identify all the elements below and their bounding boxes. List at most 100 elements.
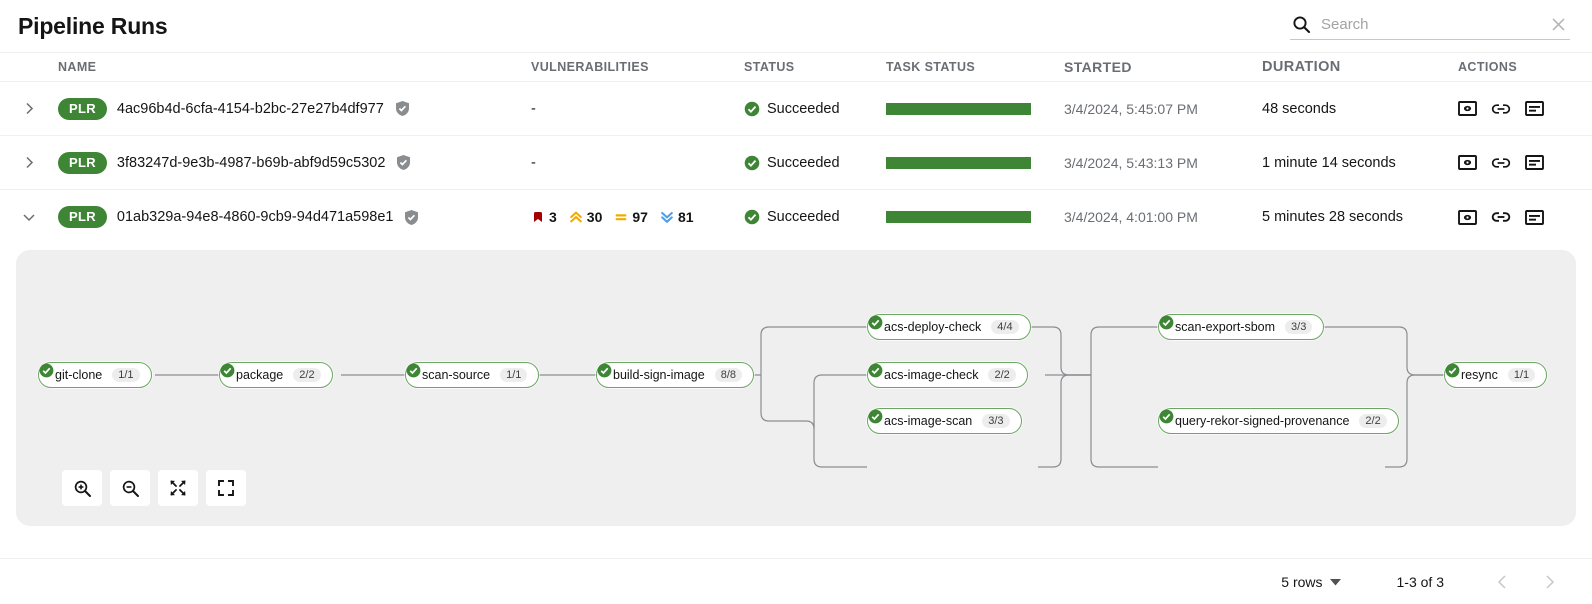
- pipeline-runs-table: NAME VULNERABILITIES STATUS TASK STATUS …: [0, 52, 1592, 244]
- plr-badge: PLR: [58, 206, 107, 228]
- view-logs-icon[interactable]: [1458, 99, 1477, 118]
- close-icon[interactable]: [1549, 17, 1568, 32]
- severity-low-count: 81: [677, 209, 694, 225]
- pipeline-node-package[interactable]: package 2/2: [219, 362, 333, 388]
- row-actions-cell: [1458, 99, 1592, 119]
- pipeline-node-acs-image-scan[interactable]: acs-image-scan 3/3: [867, 408, 1022, 434]
- status-text: Succeeded: [767, 154, 840, 171]
- severity-medium: 97: [614, 209, 648, 225]
- pipeline-run-name[interactable]: 3f83247d-9e3b-4987-b69b-abf9d59c5302: [116, 154, 386, 171]
- chevron-down-icon: [1329, 578, 1341, 586]
- details-icon[interactable]: [1525, 99, 1544, 118]
- table-row[interactable]: PLR 01ab329a-94e8-4860-9cb9-94d471a598e1…: [0, 190, 1592, 244]
- fit-to-screen-icon: [169, 479, 187, 497]
- verified-shield-icon: [394, 100, 411, 117]
- column-header-vulnerabilities: VULNERABILITIES: [531, 60, 649, 74]
- plr-badge: PLR: [58, 97, 107, 120]
- row-actions-cell: [1458, 153, 1592, 173]
- row-name-cell: PLR 01ab329a-94e8-4860-9cb9-94d471a598e1: [58, 206, 531, 228]
- pipeline-node-acs-image-check[interactable]: acs-image-check 2/2: [867, 362, 1028, 388]
- row-status-cell: Succeeded: [744, 209, 886, 225]
- row-status-cell: Succeeded: [744, 155, 886, 171]
- node-label: scan-source: [422, 368, 491, 382]
- node-count: 2/2: [293, 368, 321, 382]
- zoom-in-button[interactable]: [62, 470, 102, 506]
- success-check-icon: [744, 155, 760, 171]
- pipeline-node-scan-export-sbom[interactable]: scan-export-sbom 3/3: [1158, 314, 1325, 340]
- row-name-cell: PLR 3f83247d-9e3b-4987-b69b-abf9d59c5302: [58, 151, 531, 174]
- zoom-in-icon: [73, 479, 92, 498]
- link-icon[interactable]: [1491, 207, 1511, 227]
- severity-critical: 3: [531, 209, 557, 225]
- rows-per-page-select[interactable]: 5 rows: [1281, 573, 1341, 590]
- severity-low-icon: [660, 210, 674, 224]
- row-expand-toggle[interactable]: [0, 156, 58, 169]
- search-box[interactable]: [1290, 12, 1570, 40]
- table-row[interactable]: PLR 3f83247d-9e3b-4987-b69b-abf9d59c5302…: [0, 136, 1592, 190]
- node-count: 1/1: [500, 368, 528, 382]
- view-logs-icon[interactable]: [1458, 208, 1477, 227]
- details-icon[interactable]: [1525, 153, 1544, 172]
- node-label: query-rekor-signed-provenance: [1175, 414, 1350, 428]
- row-status-cell: Succeeded: [744, 101, 886, 117]
- task-status-bar: [886, 102, 1031, 115]
- rows-per-page-label: 5 rows: [1281, 573, 1323, 590]
- pagination-range: 1-3 of 3: [1396, 573, 1444, 590]
- column-header-started: STARTED: [1064, 59, 1132, 75]
- expand-button[interactable]: [206, 470, 246, 506]
- severity-low: 81: [660, 209, 694, 225]
- node-label: build-sign-image: [613, 368, 705, 382]
- row-task-status-cell: [886, 156, 1064, 169]
- node-count: 4/4: [991, 320, 1019, 334]
- pipeline-node-acs-deploy-check[interactable]: acs-deploy-check 4/4: [867, 314, 1031, 340]
- search-input[interactable]: [1321, 16, 1539, 33]
- zoom-out-icon: [121, 479, 140, 498]
- row-started-cell: 3/4/2024, 5:45:07 PM: [1064, 100, 1198, 117]
- pipeline-run-name[interactable]: 01ab329a-94e8-4860-9cb9-94d471a598e1: [116, 209, 394, 225]
- column-header-name: NAME: [58, 60, 97, 74]
- pipeline-connectors: [155, 326, 1444, 468]
- previous-page-button[interactable]: [1496, 574, 1509, 590]
- fit-to-screen-button[interactable]: [158, 470, 198, 506]
- success-check-icon: [744, 101, 760, 117]
- details-icon[interactable]: [1525, 208, 1544, 227]
- node-label: acs-deploy-check: [884, 320, 982, 334]
- row-duration-cell: 1 minute 14 seconds: [1262, 154, 1396, 171]
- next-page-button[interactable]: [1543, 574, 1556, 590]
- pipeline-node-query-rekor-signed-provenance[interactable]: query-rekor-signed-provenance 2/2: [1158, 408, 1399, 434]
- row-name-cell: PLR 4ac96b4d-6cfa-4154-b2bc-27e27b4df977: [58, 97, 531, 120]
- verified-shield-icon: [395, 154, 412, 171]
- row-vulnerabilities-cell: -: [531, 155, 744, 171]
- node-count: 1/1: [112, 368, 140, 382]
- pipeline-node-git-clone[interactable]: git-clone 1/1: [38, 362, 152, 388]
- search-icon: [1292, 15, 1311, 34]
- row-duration-cell: 48 seconds: [1262, 100, 1337, 117]
- row-expand-toggle[interactable]: [0, 102, 58, 115]
- node-count: 2/2: [988, 368, 1016, 382]
- pipeline-node-build-sign-image[interactable]: build-sign-image 8/8: [596, 362, 755, 388]
- pipeline-run-name[interactable]: 4ac96b4d-6cfa-4154-b2bc-27e27b4df977: [116, 100, 384, 117]
- node-count: 8/8: [714, 368, 743, 382]
- expand-icon: [217, 479, 235, 497]
- node-label: git-clone: [55, 368, 103, 382]
- pipeline-node-resync[interactable]: resync 1/1: [1444, 362, 1548, 388]
- severity-medium-count: 97: [632, 209, 648, 225]
- pipeline-node-scan-source[interactable]: scan-source 1/1: [405, 362, 540, 388]
- task-status-bar: [886, 156, 1031, 169]
- link-icon[interactable]: [1491, 153, 1511, 173]
- node-count: 2/2: [1359, 414, 1387, 428]
- link-icon[interactable]: [1491, 99, 1511, 119]
- node-label: resync: [1461, 368, 1498, 382]
- row-vulnerabilities-cell: -: [531, 101, 744, 117]
- view-logs-icon[interactable]: [1458, 153, 1477, 172]
- table-footer: 5 rows 1-3 of 3: [0, 558, 1592, 604]
- table-row[interactable]: PLR 4ac96b4d-6cfa-4154-b2bc-27e27b4df977…: [0, 82, 1592, 136]
- node-count: 3/3: [982, 414, 1010, 428]
- table-header-row: NAME VULNERABILITIES STATUS TASK STATUS …: [0, 52, 1592, 82]
- pipeline-graph[interactable]: git-clone 1/1 package 2/2 scan-source 1/…: [16, 250, 1576, 526]
- row-collapse-toggle[interactable]: [0, 210, 58, 224]
- zoom-out-button[interactable]: [110, 470, 150, 506]
- severity-high: 30: [569, 209, 602, 225]
- vulnerabilities-value: -: [531, 100, 536, 117]
- success-check-icon: [744, 209, 760, 225]
